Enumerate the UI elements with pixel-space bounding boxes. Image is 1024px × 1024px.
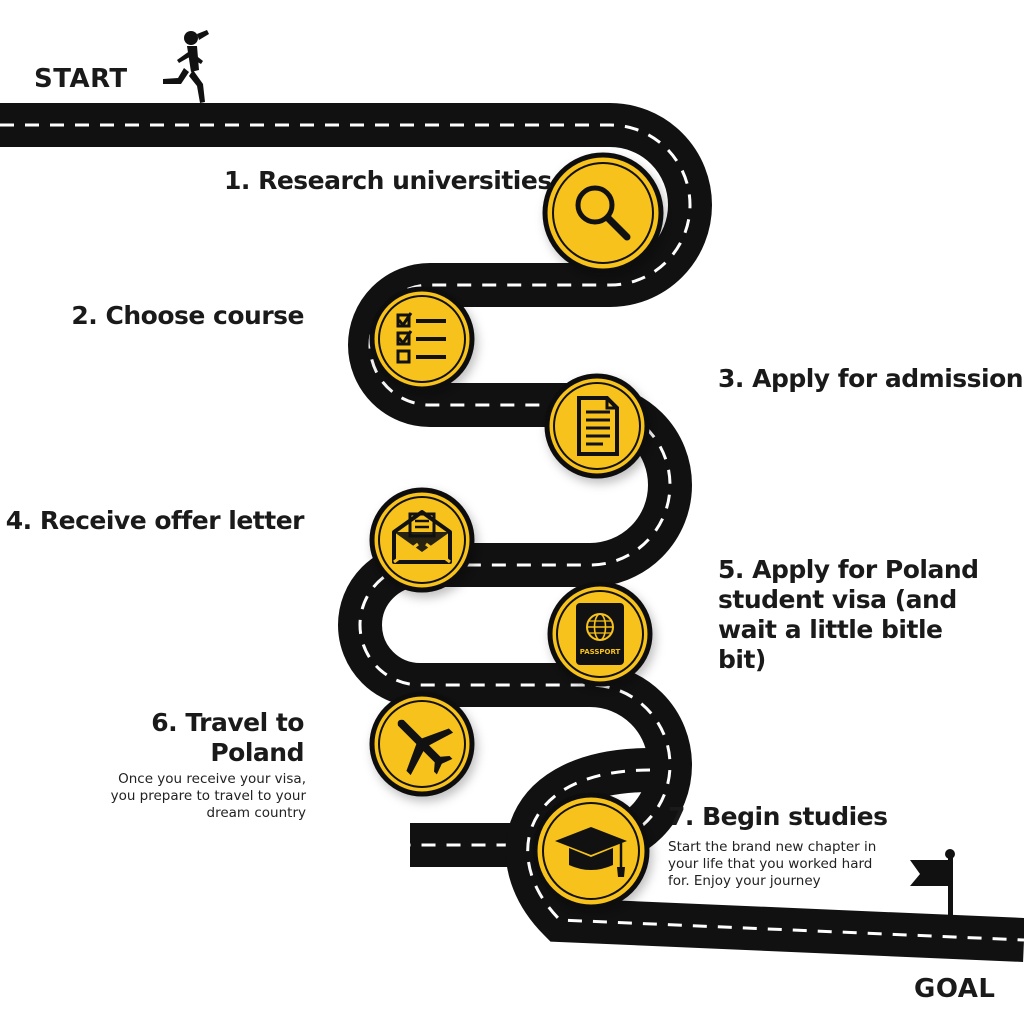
envelope-icon <box>392 510 452 564</box>
step-7-badge <box>532 792 650 910</box>
step-1-badge <box>542 152 664 274</box>
document-icon <box>577 396 619 456</box>
start-label: START <box>34 64 128 94</box>
step-4-badge <box>369 487 475 593</box>
step-5-badge: PASSPORT <box>547 581 653 687</box>
flag-icon <box>910 849 955 922</box>
step-6-description: Once you receive your visa, you prepare … <box>110 771 306 821</box>
step-4-title: 4. Receive offer letter <box>5 506 305 535</box>
airplane-icon <box>397 719 454 776</box>
road-final-segment <box>505 748 1024 962</box>
step-7-description: Start the brand new chapter in your life… <box>668 839 877 889</box>
passport-text: PASSPORT <box>580 648 621 656</box>
magnifier-icon <box>575 185 631 241</box>
passport-icon: PASSPORT <box>576 603 624 665</box>
step-6-title: 6. Travel to Poland <box>151 708 304 767</box>
step-2-badge <box>369 286 475 392</box>
step-6-badge <box>369 691 475 797</box>
checklist-icon <box>396 312 446 364</box>
step-3-title: 3. Apply for admission <box>718 364 1024 393</box>
step-7-title: 7. Begin studies <box>668 802 888 831</box>
graduation-cap-icon <box>555 827 627 877</box>
step-3-badge <box>544 373 650 479</box>
goal-label: GOAL <box>914 974 996 1004</box>
runner-icon <box>163 30 209 103</box>
step-2-title: 2. Choose course <box>71 301 304 330</box>
step-5-title: 5. Apply for Poland student visa (and wa… <box>718 555 979 674</box>
step-1-title: 1. Research universities <box>224 166 552 195</box>
road <box>0 103 712 867</box>
